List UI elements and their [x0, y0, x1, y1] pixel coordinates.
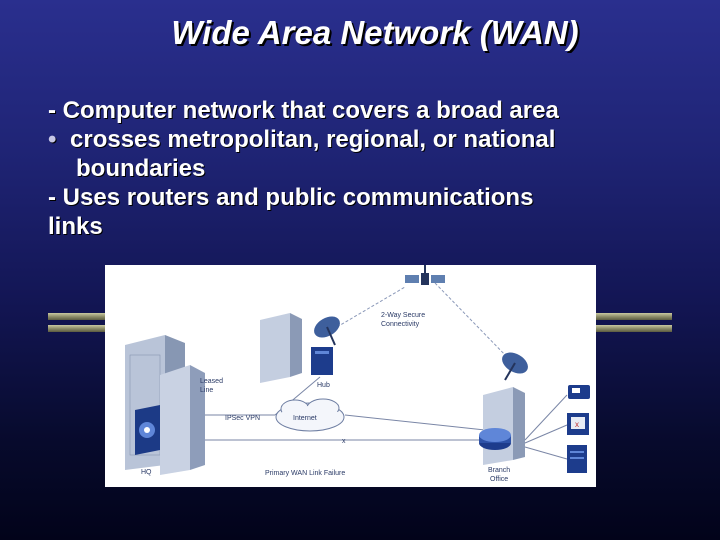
bullet-text: links — [48, 213, 103, 240]
bullet-list: - Computer network that covers a broad a… — [48, 96, 708, 241]
bullet-text: Uses routers and public communications — [63, 184, 534, 211]
bullet-item: - Computer network that covers a broad a… — [48, 96, 708, 125]
satellite-icon — [405, 265, 445, 285]
branch-router-icon — [479, 428, 511, 450]
hub-dish-icon — [310, 312, 343, 345]
decorative-rule-left — [48, 313, 108, 320]
secure-connectivity-label-2: Connectivity — [381, 321, 420, 328]
hq-firewall-icon — [135, 405, 160, 455]
ipsec-vpn-label: IPSec VPN — [225, 415, 260, 422]
bullet-text: boundaries — [76, 155, 205, 182]
decorative-rule-left-lower — [48, 325, 108, 332]
branch-label-2: Office — [490, 476, 508, 483]
bullet-marker: - — [48, 184, 56, 211]
branch-building-icon — [483, 387, 525, 465]
branch-to-workstation-link — [525, 425, 567, 443]
svg-text:x: x — [575, 420, 579, 429]
hub-server-icon — [311, 347, 333, 375]
hub-label: Hub — [317, 382, 330, 389]
internet-label: Internet — [293, 415, 317, 422]
branch-to-phone-link — [525, 395, 567, 440]
internet-to-branch-link — [345, 415, 485, 430]
decorative-rule-right-lower — [596, 325, 672, 332]
bullet-dot-icon: • — [48, 125, 70, 154]
wan-diagram: HQ Hub Leased Line IPSec VPN In — [105, 265, 596, 487]
bullet-text: Computer network that covers a broad are… — [63, 97, 559, 124]
satellite-link-right — [435, 283, 510, 360]
hq-label: HQ — [141, 469, 152, 476]
bullet-continuation: links — [48, 212, 708, 241]
secure-connectivity-label-1: 2-Way Secure — [381, 312, 425, 319]
hub-building-icon — [260, 313, 302, 383]
bullet-text: crosses metropolitan, regional, or natio… — [70, 126, 555, 153]
slide-title: Wide Area Network (WAN) — [0, 14, 720, 52]
link-failure-mark: x — [342, 438, 346, 445]
decorative-rule-right — [596, 313, 672, 320]
bullet-item: •crosses metropolitan, regional, or nati… — [48, 125, 708, 154]
bullet-continuation: boundaries — [48, 154, 708, 183]
server-icon — [567, 445, 587, 473]
link-failure-label: Primary WAN Link Failure — [265, 470, 345, 477]
ip-phone-icon — [568, 385, 590, 399]
bullet-item: - Uses routers and public communications — [48, 183, 708, 212]
workstation-icon: x — [567, 413, 589, 435]
branch-label-1: Branch — [488, 467, 510, 474]
branch-to-server-link — [525, 447, 567, 459]
leased-label-1: Leased — [200, 378, 223, 385]
bullet-marker: - — [48, 97, 56, 124]
leased-label-2: Line — [200, 387, 213, 394]
